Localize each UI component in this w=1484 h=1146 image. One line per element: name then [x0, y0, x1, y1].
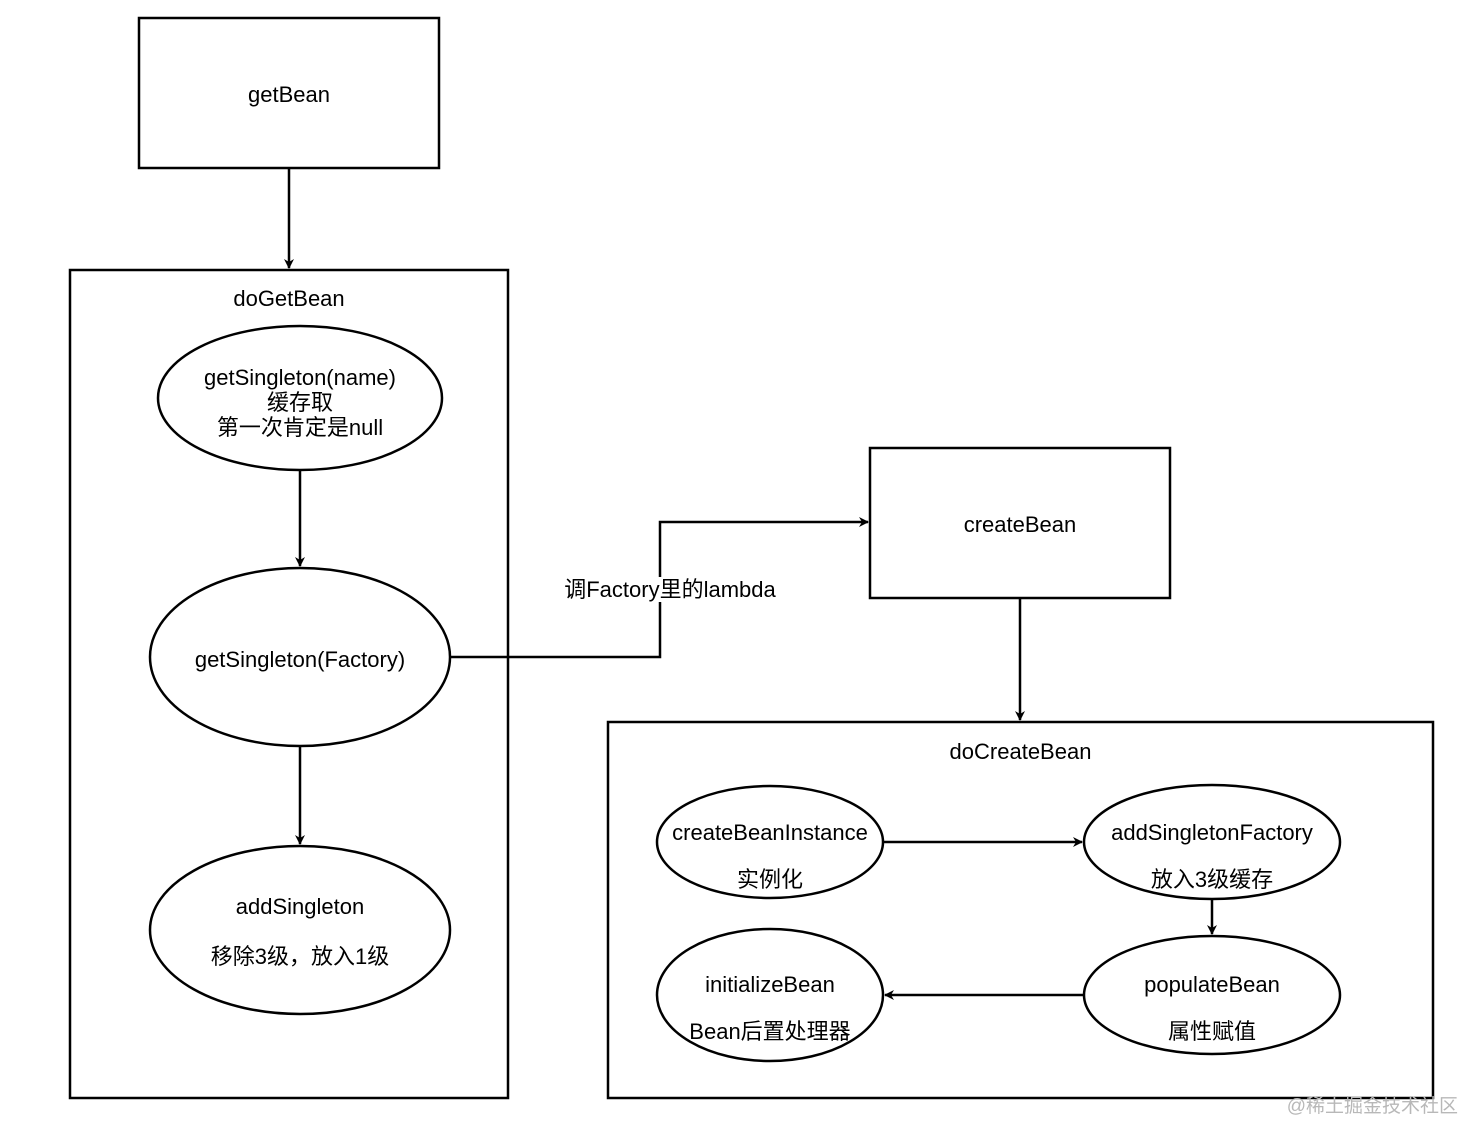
getbean-label: getBean [248, 82, 330, 107]
dogetbean-container [68, 268, 510, 1100]
populatebean-line2: 属性赋值 [1167, 1019, 1256, 1044]
dogetbean-title: doGetBean [233, 286, 345, 311]
addsingletonfactory-line1: addSingletonFactory [1111, 820, 1313, 845]
initializebean-label: initializeBean Bean后置处理器 [650, 972, 890, 1044]
getsingleton-name-line1: getSingleton(name) [203, 365, 396, 390]
initializebean-line1: initializeBean [705, 972, 835, 997]
createbeaninstance-label: createBeanInstance 实例化 [650, 820, 890, 892]
initializebean-node [655, 927, 885, 1063]
docreatebean-container [606, 720, 1435, 1100]
initializebean-line2: Bean后置处理器 [689, 1019, 851, 1044]
docreatebean-title: doCreateBean [949, 739, 1092, 764]
getsingleton-name-label: getSingleton(name) 缓存取 第一次肯定是null [160, 365, 440, 440]
addsingletonfactory-label: addSingletonFactory 放入3级缓存 [1082, 820, 1342, 892]
addsingleton-label: addSingleton 移除3级，放入1级 [150, 895, 450, 969]
populatebean-label: populateBean 属性赋值 [1082, 972, 1342, 1044]
getsingleton-factory-label: getSingleton(Factory) [194, 647, 406, 672]
getsingleton-name-line2: 缓存取 [266, 390, 333, 415]
addsingleton-node [148, 844, 452, 1016]
populatebean-line1: populateBean [1144, 972, 1280, 997]
factory-lambda-edge-label: 调Factory里的lambda [530, 577, 810, 602]
getsingleton-name-line3: 第一次肯定是null [216, 415, 384, 440]
addsingleton-line2: 移除3级，放入1级 [210, 944, 390, 969]
createbeaninstance-line2: 实例化 [736, 867, 803, 892]
watermark: @稀土掘金技术社区 [1286, 1096, 1458, 1117]
addsingletonfactory-line2: 放入3级缓存 [1150, 867, 1274, 892]
createbean-label: createBean [963, 512, 1077, 537]
createbeaninstance-line1: createBeanInstance [672, 820, 868, 845]
addsingleton-line1: addSingleton [235, 894, 365, 919]
